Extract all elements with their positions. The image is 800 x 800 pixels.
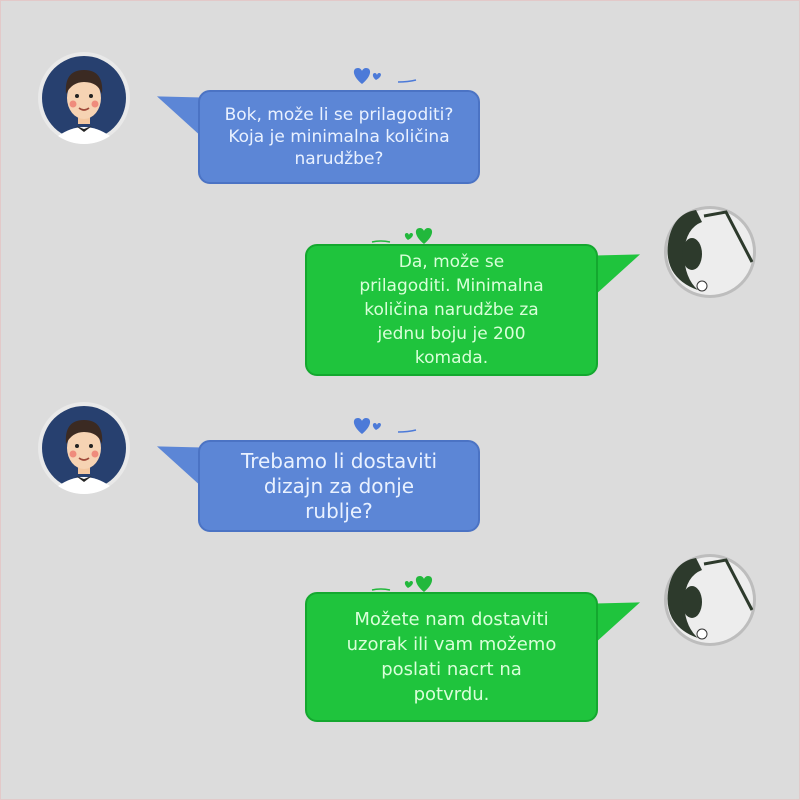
message-bubble: Da, može se prilagoditi. Minimalna količ… [305, 244, 598, 376]
supplier-avatar [662, 204, 758, 300]
message-text: Da, može se prilagoditi. Minimalna količ… [359, 252, 544, 368]
customer-avatar [36, 50, 132, 146]
panda-avatar-icon [664, 206, 756, 298]
man-avatar-icon [38, 402, 130, 494]
message-text: Trebamo li dostaviti dizajn za donje rub… [240, 448, 438, 523]
message-text: Bok, može li se prilagoditi? Koja je min… [224, 105, 454, 169]
message-bubble: Bok, može li se prilagoditi? Koja je min… [198, 90, 480, 184]
hearts-icon [371, 576, 433, 592]
hearts-icon [353, 418, 417, 434]
panda-avatar-icon [664, 554, 756, 646]
hearts-icon [371, 228, 433, 244]
message-bubble: Možete nam dostaviti uzorak ili vam može… [305, 592, 598, 722]
customer-avatar [36, 400, 132, 496]
supplier-avatar [662, 552, 758, 648]
man-avatar-icon [38, 52, 130, 144]
message-bubble: Trebamo li dostaviti dizajn za donje rub… [198, 440, 480, 532]
hearts-icon [353, 68, 417, 84]
message-text: Možete nam dostaviti uzorak ili vam može… [346, 609, 557, 705]
